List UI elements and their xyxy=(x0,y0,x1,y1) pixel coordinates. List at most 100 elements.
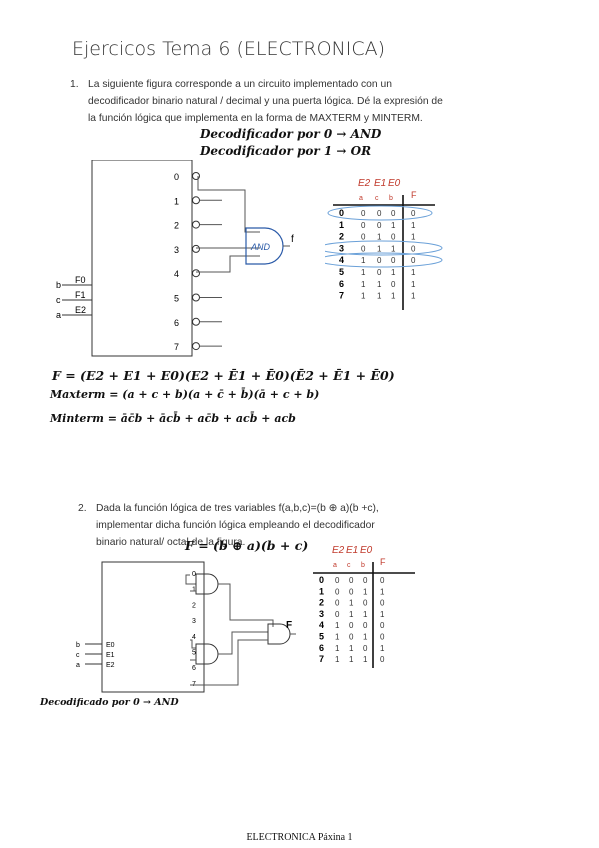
t1-sub-c: c xyxy=(375,195,379,202)
decoder-2-input-var-a: a xyxy=(76,662,80,669)
wire-gate-b xyxy=(218,631,268,655)
t1-row-6-v1: 1 xyxy=(377,280,382,289)
t1-row-2-v2: 0 xyxy=(391,233,396,242)
decoder-1-input-E2-label: E2 xyxy=(75,305,86,315)
t2-row-0-index: 0 xyxy=(319,575,324,585)
decoder-1-output-6-bubble xyxy=(192,317,200,326)
decoder-2-output-4-label: 4 xyxy=(192,634,196,641)
wire-out0 xyxy=(197,176,260,233)
t2-row-2-v2: 0 xyxy=(363,599,368,608)
t1-row-3-v1: 1 xyxy=(377,244,382,253)
question-2-text: Dada la función lógica de tres variables… xyxy=(96,503,379,548)
t2-sub-b: b xyxy=(361,562,365,569)
decoder-2-input-E0-label: E0 xyxy=(106,642,115,649)
t2-row-3-v1: 1 xyxy=(349,610,354,619)
t2-row-6-v2: 0 xyxy=(363,644,368,653)
t1-header-E0: E0 xyxy=(388,178,401,189)
question-1-text: La siguiente figura corresponde a un cir… xyxy=(88,79,443,124)
decoder-2-output-0-label: 0 xyxy=(192,571,196,578)
t2-row-1-v1: 0 xyxy=(349,587,354,596)
t1-row-6-v2: 0 xyxy=(391,280,396,289)
t2-row-1-index: 1 xyxy=(319,586,324,596)
decoder-1-output-4-bubble xyxy=(192,269,200,278)
t1-row-3-index: 3 xyxy=(339,243,344,253)
t2-row-2-v1: 1 xyxy=(349,599,354,608)
q2-note: Decodificado por 0 → AND xyxy=(40,697,179,708)
t2-row-5-v2: 1 xyxy=(363,633,368,642)
t2-row-5-index: 5 xyxy=(319,632,324,642)
t1-row-2-index: 2 xyxy=(339,232,344,242)
decoder-1-box xyxy=(91,160,193,357)
decoder-1-input-var-c: c xyxy=(56,295,61,305)
t1-row-7-index: 7 xyxy=(339,291,344,301)
t1-row-1-index: 1 xyxy=(339,220,344,230)
t2-row-7-f: 0 xyxy=(380,655,385,664)
decoder-1-input-var-b: b xyxy=(56,280,61,290)
t1-row-5-v2: 1 xyxy=(391,268,396,277)
highlight-row-3 xyxy=(325,240,443,256)
t1-row-7-v2: 1 xyxy=(391,292,396,301)
decoder-1-input-F0-label: F0 xyxy=(75,275,86,285)
t1-header-E1: E1 xyxy=(374,178,386,189)
t1-row-1-v2: 1 xyxy=(391,221,396,230)
wire-gate-a xyxy=(218,583,274,627)
t1-row-0-index: 0 xyxy=(339,208,344,218)
gate-1-output-label: f xyxy=(291,234,294,245)
t2-row-0-f: 0 xyxy=(380,576,385,585)
decoder-2-input-E2-label: E2 xyxy=(106,662,115,669)
t1-row-5-v0: 1 xyxy=(361,268,366,277)
t1-row-6-v0: 1 xyxy=(361,280,366,289)
t2-row-4-v0: 1 xyxy=(335,621,340,630)
t2-row-2-v0: 0 xyxy=(335,599,340,608)
t1-sub-b: b xyxy=(389,195,393,202)
t2-header-E2: E2 xyxy=(332,545,345,556)
t2-row-7-v0: 1 xyxy=(335,655,340,664)
t2-row-5-f: 0 xyxy=(380,633,385,642)
t1-row-3-v2: 1 xyxy=(391,244,396,253)
t2-row-7-v2: 1 xyxy=(363,655,368,664)
t1-sub-a: a xyxy=(359,195,363,202)
t2-row-4-index: 4 xyxy=(319,620,324,630)
t1-row-5-v1: 0 xyxy=(377,268,382,277)
wire-out4 xyxy=(196,255,260,273)
t2-header-E0: E0 xyxy=(360,545,373,556)
t1-row-2-v1: 1 xyxy=(377,233,382,242)
t1-row-3-v0: 0 xyxy=(361,244,366,253)
t1-row-1-v1: 0 xyxy=(377,221,382,230)
t1-row-4-v1: 0 xyxy=(377,256,382,265)
t2-row-5-v0: 1 xyxy=(335,633,340,642)
t1-row-0-f: 0 xyxy=(411,209,416,218)
q2-expression: F = (b ⊕ a)(b + c) xyxy=(185,538,309,553)
decoder-2-output-3-label: 3 xyxy=(192,618,196,625)
q1-f-expression: F = (E2 + E1 + E0)(E2 + Ē1 + Ē0)(Ē2 + Ē1… xyxy=(52,368,395,383)
highlight-row-4 xyxy=(325,252,443,268)
decoder-1-output-2-label: 2 xyxy=(174,221,179,231)
question-1-number: 1. xyxy=(70,79,79,90)
and-gate-1 xyxy=(245,227,284,265)
page-title: Ejercicos Tema 6 (ELECTRONICA) xyxy=(72,38,386,60)
t2-row-4-v1: 0 xyxy=(349,621,354,630)
and-gate-2b xyxy=(195,643,219,665)
t1-row-1-v0: 0 xyxy=(361,221,366,230)
decoder-1-output-6-label: 6 xyxy=(174,318,179,328)
t2-row-3-v0: 0 xyxy=(335,610,340,619)
t2-row-2-f: 0 xyxy=(380,599,385,608)
t1-row-5-f: 1 xyxy=(411,268,416,277)
t1-row-4-f: 0 xyxy=(411,256,416,265)
t1-row-0-v2: 0 xyxy=(391,209,396,218)
t1-row-4-v0: 1 xyxy=(361,256,366,265)
t2-row-7-index: 7 xyxy=(319,654,324,664)
t1-row-4-index: 4 xyxy=(339,255,344,265)
t2-row-6-v1: 1 xyxy=(349,644,354,653)
decoder-1-output-0-label: 0 xyxy=(174,172,179,182)
question-2: 2. Dada la función lógica de tres variab… xyxy=(78,500,408,551)
t2-header-E1: E1 xyxy=(346,545,358,556)
t2-row-3-index: 3 xyxy=(319,609,324,619)
t1-row-4-v2: 0 xyxy=(391,256,396,265)
t1-row-2-f: 1 xyxy=(411,233,416,242)
